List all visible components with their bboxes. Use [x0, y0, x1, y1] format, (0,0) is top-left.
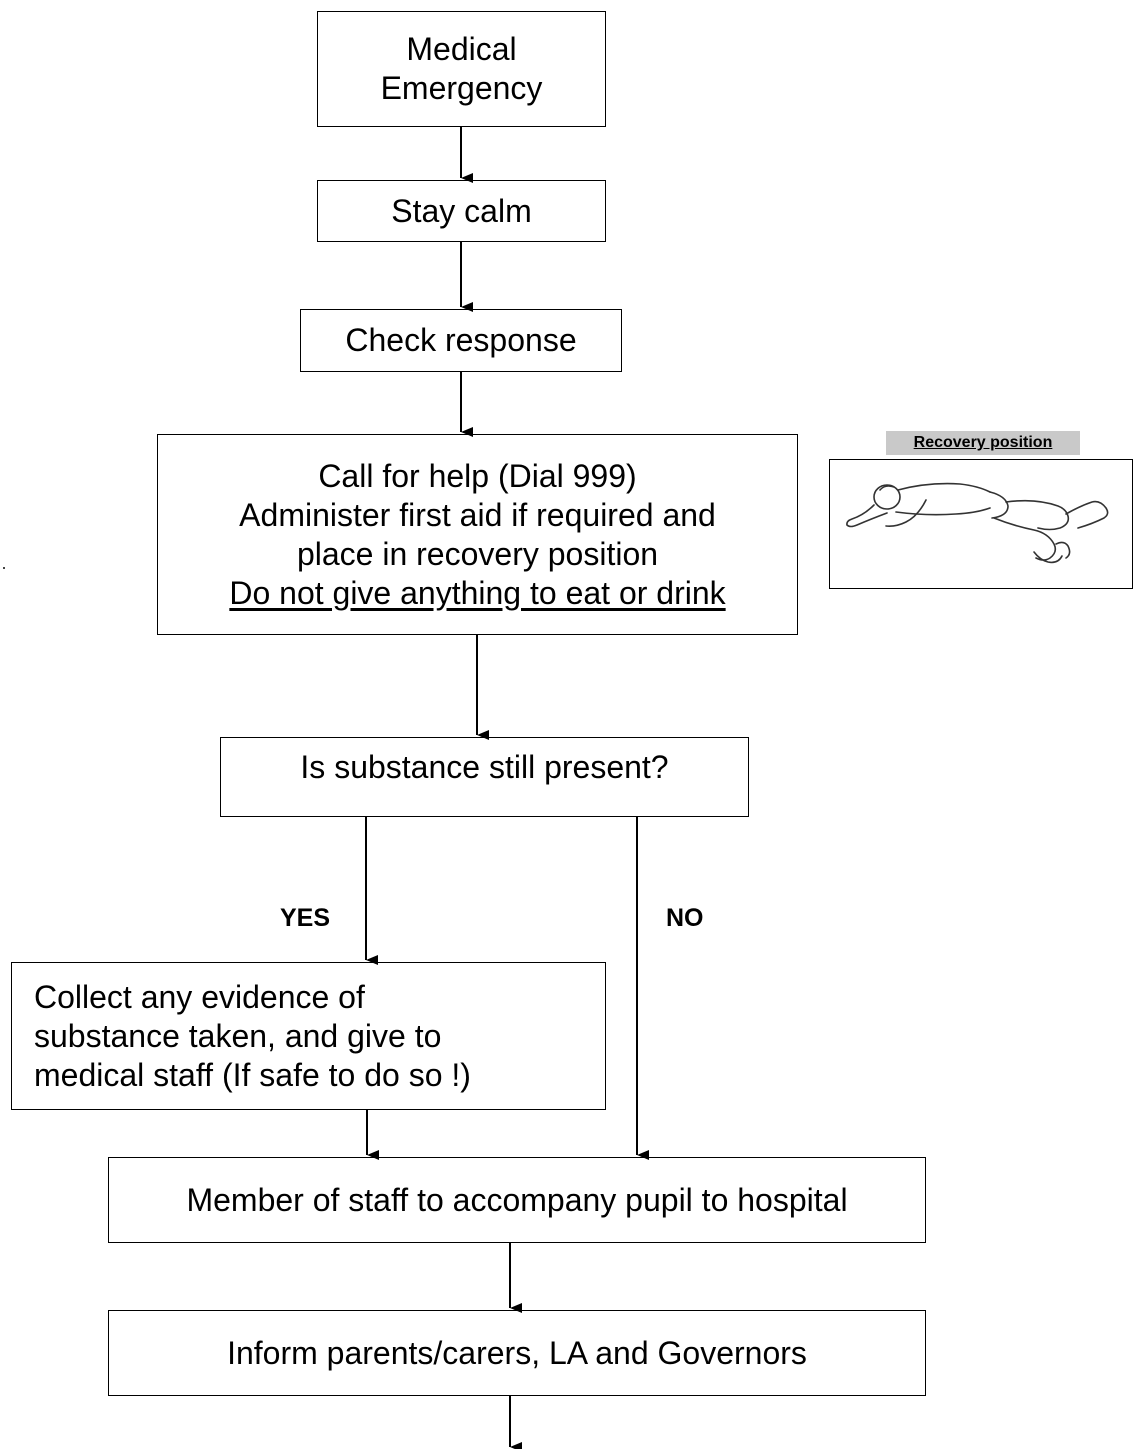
- node-text: Is substance still present?: [300, 749, 669, 785]
- node-medical-emergency: Medical Emergency: [317, 11, 606, 127]
- node-accompany: Member of staff to accompany pupil to ho…: [108, 1157, 926, 1243]
- node-substance-present: Is substance still present?: [220, 737, 749, 817]
- node-text: medical staff (If safe to do so !): [34, 1056, 471, 1093]
- node-text: Call for help (Dial 999): [318, 457, 637, 494]
- node-text: Inform parents/carers, LA and Governors: [227, 1334, 807, 1371]
- recovery-position-panel: [829, 459, 1133, 589]
- node-text: Check response: [345, 322, 577, 358]
- node-text: Medical: [406, 31, 517, 67]
- recovery-position-title: Recovery position: [886, 431, 1080, 455]
- branch-no-label: NO: [666, 904, 704, 932]
- node-text: Administer first aid if required and: [239, 496, 716, 533]
- node-collect-evidence: Collect any evidence of substance taken,…: [11, 962, 606, 1110]
- node-call-for-help: Call for help (Dial 999) Administer firs…: [157, 434, 798, 635]
- recovery-position-figure-icon: [846, 482, 1109, 564]
- node-text: Emergency: [380, 70, 543, 106]
- node-text: place in recovery position: [296, 535, 659, 572]
- node-warning-text: Do not give anything to eat or drink: [229, 574, 726, 611]
- node-text: Member of staff to accompany pupil to ho…: [186, 1181, 848, 1218]
- stray-mark: [3, 567, 5, 569]
- node-inform: Inform parents/carers, LA and Governors: [108, 1310, 926, 1396]
- node-check-response: Check response: [300, 309, 622, 372]
- node-text: substance taken, and give to: [34, 1017, 442, 1054]
- node-text: Collect any evidence of: [34, 978, 365, 1015]
- node-text: Stay calm: [391, 192, 532, 229]
- branch-yes-label: YES: [280, 904, 331, 932]
